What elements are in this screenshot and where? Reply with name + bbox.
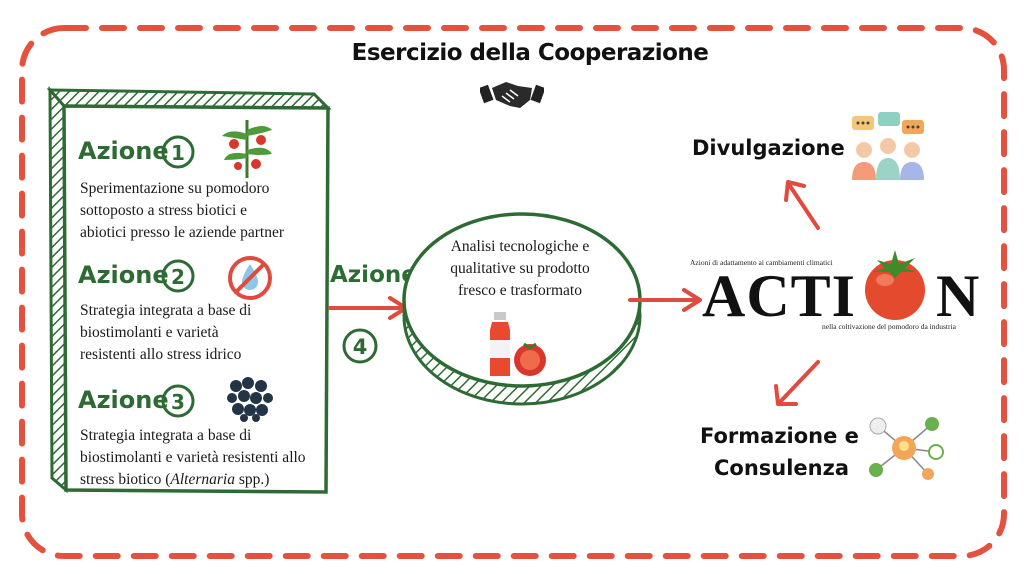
- azione-3-line-2: biostimolanti e varietà resistenti allo: [80, 449, 306, 466]
- audience-chat-icon: [852, 112, 924, 180]
- svg-text:2: 2: [171, 265, 185, 289]
- azione-2-line-1: Strategia integrata a base di: [80, 302, 252, 319]
- analysis-line-2: qualitative su prodotto: [450, 260, 590, 277]
- azione-1-text: Sperimentazione su pomodoro sottoposto a…: [80, 178, 330, 244]
- azione-3-line-3-suffix: spp.): [235, 471, 270, 488]
- azione-1-line-3: abiotici presso le aziende partner: [80, 224, 284, 241]
- tomato-logo-icon: [865, 250, 925, 320]
- azioni-box: [46, 86, 332, 494]
- azione-2-text: Strategia integrata a base di biostimola…: [80, 300, 330, 366]
- azione-1-number: 1: [161, 135, 195, 169]
- logo-main-left: ACTI: [702, 263, 857, 329]
- logo-bottom-text: nella coltivazione del pomodoro da indus…: [822, 322, 956, 331]
- azione-1-line-1: Sperimentazione su pomodoro: [80, 180, 270, 197]
- azione-2-label: Azione: [78, 261, 169, 289]
- arrow-to-formazione: [774, 360, 820, 406]
- analysis-line-3: fresco e trasformato: [458, 282, 582, 299]
- azione-2-number: 2: [161, 259, 195, 293]
- azione-3-number: 3: [161, 384, 195, 418]
- logo-main-right: N: [936, 263, 981, 329]
- analysis-line-1: Analisi tecnologiche e: [450, 238, 590, 255]
- analysis-text: Analisi tecnologiche e qualitative su pr…: [420, 236, 620, 302]
- azione-4-number: 4: [342, 328, 378, 364]
- tomato-juice-icon: [490, 312, 546, 376]
- mentoring-network-icon: [869, 417, 944, 480]
- azione-3-label: Azione: [78, 386, 169, 414]
- tomato-plant-icon: [222, 120, 272, 178]
- spores-icon: [227, 377, 273, 422]
- azione-3-text: Strategia integrata a base di biostimola…: [80, 425, 332, 491]
- arrow-to-logo: [628, 288, 702, 312]
- azione-2-line-3: resistenti allo stress idrico: [80, 346, 242, 363]
- azione-1-label: Azione: [78, 137, 169, 165]
- no-water-icon: [228, 256, 272, 300]
- azione-4-label: Azione: [330, 262, 417, 288]
- azione-3-line-3: stress biotico (Alternaria spp.): [80, 469, 332, 491]
- formazione-line-2: Consulenza: [714, 456, 850, 480]
- formazione-label: Formazione e Consulenza: [700, 420, 860, 484]
- formazione-line-1: Formazione e: [700, 424, 859, 448]
- azione-3-line-3-italic: Alternaria: [170, 471, 235, 488]
- divulgazione-label: Divulgazione: [692, 136, 845, 160]
- page-title: Esercizio della Cooperazione: [351, 40, 709, 66]
- azione-1-line-2: sottoposto a stress biotici e: [80, 202, 248, 219]
- arrow-to-divulgazione: [784, 180, 820, 230]
- svg-text:4: 4: [353, 335, 368, 359]
- azione-2-line-2: biostimolanti e varietà: [80, 324, 219, 341]
- svg-text:3: 3: [171, 390, 185, 414]
- azione-3-line-3-prefix: stress biotico (: [80, 471, 171, 488]
- azione-3-line-1: Strategia integrata a base di: [80, 427, 252, 444]
- logo-top-text: Azioni di adattamento ai cambiamenti cli…: [690, 258, 833, 267]
- svg-text:1: 1: [171, 141, 185, 165]
- handshake-icon: [480, 82, 544, 108]
- analysis-circle: [402, 212, 642, 406]
